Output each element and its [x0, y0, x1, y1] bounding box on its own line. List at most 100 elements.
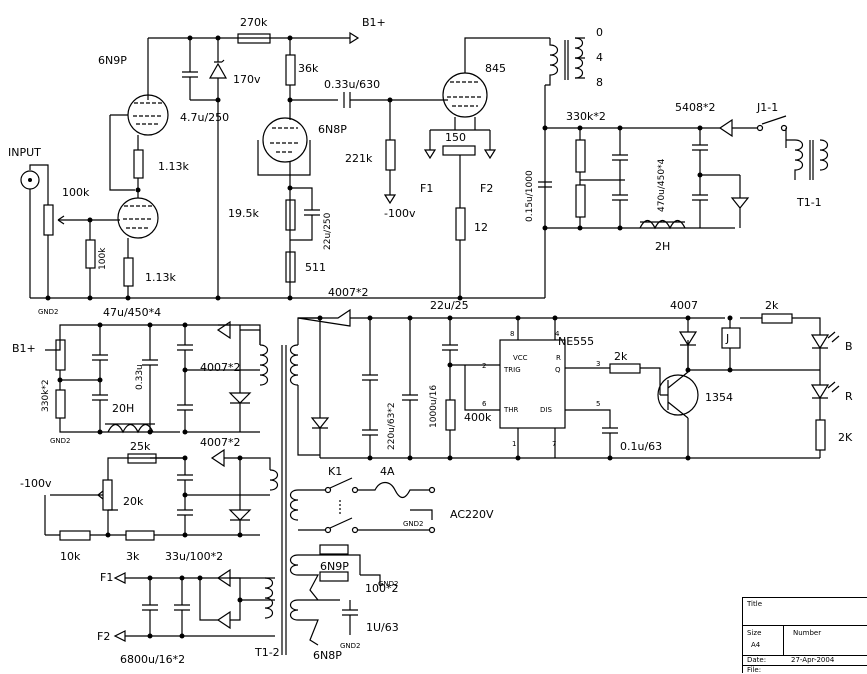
label-tap-8: 8 — [596, 76, 603, 89]
label-led-b: B — [845, 340, 853, 353]
label-f2: F2 — [480, 182, 493, 195]
label-pin-r: R — [556, 354, 561, 362]
label-tube-6n9p: 6N9P — [98, 54, 127, 67]
component-labels: 270k B1+ 6N9P 170v 36k 4.7u/250 0.33u/63… — [8, 16, 853, 666]
label-c-6800u: 6800u/16*2 — [120, 653, 185, 666]
label-r-113k-b: 1.13k — [145, 271, 176, 284]
label-b1plus-top: B1+ — [362, 16, 386, 29]
label-pin-dis: DIS — [540, 406, 552, 414]
label-pin-1: 1 — [512, 440, 516, 448]
label-r-36k: 36k — [298, 62, 319, 75]
label-l-20h: 20H — [112, 402, 134, 415]
label-c-22u25: 22u/25 — [430, 299, 469, 312]
label-t1-2: T1-2 — [254, 646, 280, 659]
label-c-033u630: 0.33u/630 — [324, 78, 380, 91]
label-tap-4: 4 — [596, 51, 603, 64]
label-c-33u100: 33u/100*2 — [165, 550, 223, 563]
label-pin-trig: TRIG — [503, 366, 521, 374]
label-b1plus-left: B1+ — [12, 342, 36, 355]
top-wiring — [20, 31, 829, 299]
label-r-25k: 25k — [130, 440, 151, 453]
label-pin-5: 5 — [596, 400, 600, 408]
label-c-470u450: 470u/450*4 — [657, 158, 667, 212]
label-pot-20k: 20k — [123, 495, 144, 508]
label-c-033u: 0.33u — [135, 364, 145, 390]
label-zener-170v: 170v — [233, 73, 261, 86]
label-h-6n8p: 6N8P — [313, 649, 342, 662]
label-fuse-4a: 4A — [380, 465, 395, 478]
size-value: A4 — [751, 641, 761, 649]
label-neg100v-top: -100v — [384, 207, 416, 220]
label-c-47u450: 47u/450*4 — [103, 306, 161, 319]
label-t1-1: T1-1 — [796, 196, 822, 209]
label-pot-100k: 100k — [62, 186, 90, 199]
label-r-511: 511 — [305, 261, 326, 274]
label-r-100k: 100k — [98, 247, 108, 270]
junction-dots — [45, 35, 733, 639]
size-label: Size — [747, 629, 762, 637]
label-c-1000u16: 1000u/16 — [429, 385, 439, 428]
label-tap-0: 0 — [596, 26, 603, 39]
label-r-400k: 400k — [464, 411, 492, 424]
label-c-015u: 0.15u/1000 — [525, 170, 535, 222]
label-gnd2-b: GND2 — [403, 520, 424, 528]
label-r-221k: 221k — [345, 152, 373, 165]
title-block: Title Size A4 Number Date: 27-Apr-2004 F… — [742, 597, 867, 674]
label-c-220u63: 220u/63*2 — [387, 402, 397, 450]
label-f1-b: F1 — [100, 571, 113, 584]
label-j1-1: J1-1 — [756, 101, 778, 114]
label-f2-b: F2 — [97, 630, 110, 643]
label-pin-3: 3 — [596, 360, 600, 368]
label-d-4007x2-b: 4007*2 — [200, 436, 241, 449]
label-pin-6: 6 — [482, 400, 487, 408]
label-c-22u250: 22u/250 — [323, 212, 333, 250]
label-r-330kx2-left: 330k*2 — [41, 379, 51, 412]
date-value: 27-Apr-2004 — [791, 656, 835, 664]
label-r-150: 150 — [445, 131, 466, 144]
label-r-330kx2: 330k*2 — [566, 110, 606, 123]
label-gnd2-c: GND2 — [378, 580, 399, 588]
label-r-113k-a: 1.13k — [158, 160, 189, 173]
label-pin-thr: THR — [503, 406, 519, 414]
label-ac220v: AC220V — [450, 508, 494, 521]
label-c-4u7: 4.7u/250 — [180, 111, 229, 124]
label-ic-ne555: NE555 — [558, 335, 594, 348]
b1-supply — [44, 320, 279, 642]
label-pin-2: 2 — [482, 362, 486, 370]
label-h-6n9p: 6N9P — [320, 560, 349, 573]
label-c-1u63: 1U/63 — [366, 621, 399, 634]
label-gnd2-d: GND2 — [340, 642, 361, 650]
mains-transformer — [281, 317, 436, 655]
label-neg100v: -100v — [20, 477, 52, 490]
label-r-2k-mid: 2k — [614, 350, 628, 363]
label-r-100x2: 100*2 — [365, 582, 399, 595]
label-c-01u63: 0.1u/63 — [620, 440, 662, 453]
label-relay-j: J — [725, 332, 729, 345]
label-d-4007x2-a: 4007*2 — [200, 361, 241, 374]
label-input: INPUT — [8, 146, 41, 159]
label-r-195k: 19.5k — [228, 207, 259, 220]
label-l-2h: 2H — [655, 240, 670, 253]
label-pin-7: 7 — [552, 440, 556, 448]
date-label: Date: — [747, 656, 767, 664]
label-r-12: 12 — [474, 221, 488, 234]
label-pin-4: 4 — [555, 330, 560, 338]
label-r-2k-top: 2k — [765, 299, 779, 312]
label-k1: K1 — [328, 465, 342, 478]
label-gnd2-e: GND2 — [50, 437, 71, 445]
label-gnd2-a: GND2 — [38, 308, 59, 316]
label-r-270k: 270k — [240, 16, 268, 29]
label-q-1354: 1354 — [705, 391, 733, 404]
label-r-2k-bottom: 2K — [838, 431, 853, 444]
label-r-10k: 10k — [60, 550, 81, 563]
label-r-3k: 3k — [126, 550, 140, 563]
label-d-4007x2-top: 4007*2 — [328, 286, 369, 299]
timer-circuit — [297, 308, 840, 459]
file-label: File: — [747, 666, 762, 674]
label-tube-6n8p: 6N8P — [318, 123, 347, 136]
label-pin-q: Q — [555, 366, 561, 374]
label-d-5408x2: 5408*2 — [675, 101, 716, 114]
label-tube-845: 845 — [485, 62, 506, 75]
title-label: Title — [747, 600, 763, 608]
